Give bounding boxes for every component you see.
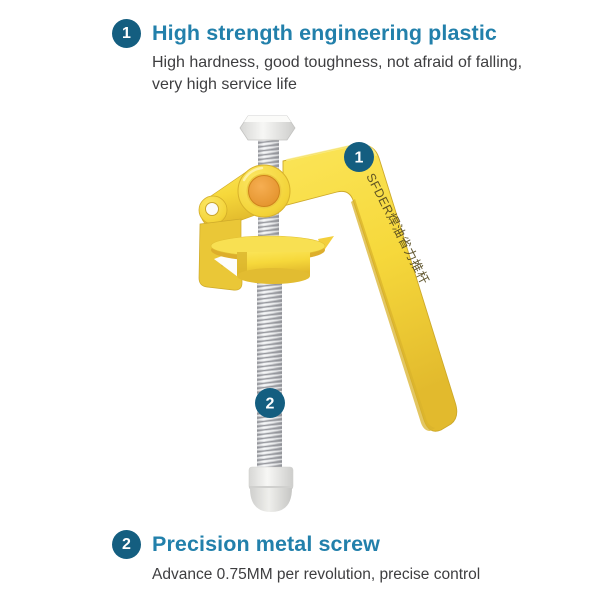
screw-foot <box>248 466 294 512</box>
feature-1-title: High strength engineering plastic <box>152 21 497 45</box>
feature-2-description: Advance 0.75MM per revolution, precise c… <box>152 566 481 583</box>
lever-handle: SFDER焊油省力推杆 <box>282 143 458 432</box>
feature-1-number-badge: 1 <box>112 19 141 48</box>
product-callout-2-number: 2 <box>266 396 275 413</box>
hex-bolt <box>239 115 296 170</box>
product-callout-1: 1 <box>344 142 374 172</box>
product-callout-1-number: 1 <box>355 150 364 167</box>
cam-hub <box>237 164 291 218</box>
clamp-base <box>198 218 334 291</box>
feature-2-number-badge: 2 <box>112 530 141 559</box>
feature-2-title: Precision metal screw <box>152 532 380 556</box>
feature-1-description: High hardness, good toughness, not afrai… <box>152 54 523 93</box>
product-callout-2: 2 <box>255 388 285 418</box>
